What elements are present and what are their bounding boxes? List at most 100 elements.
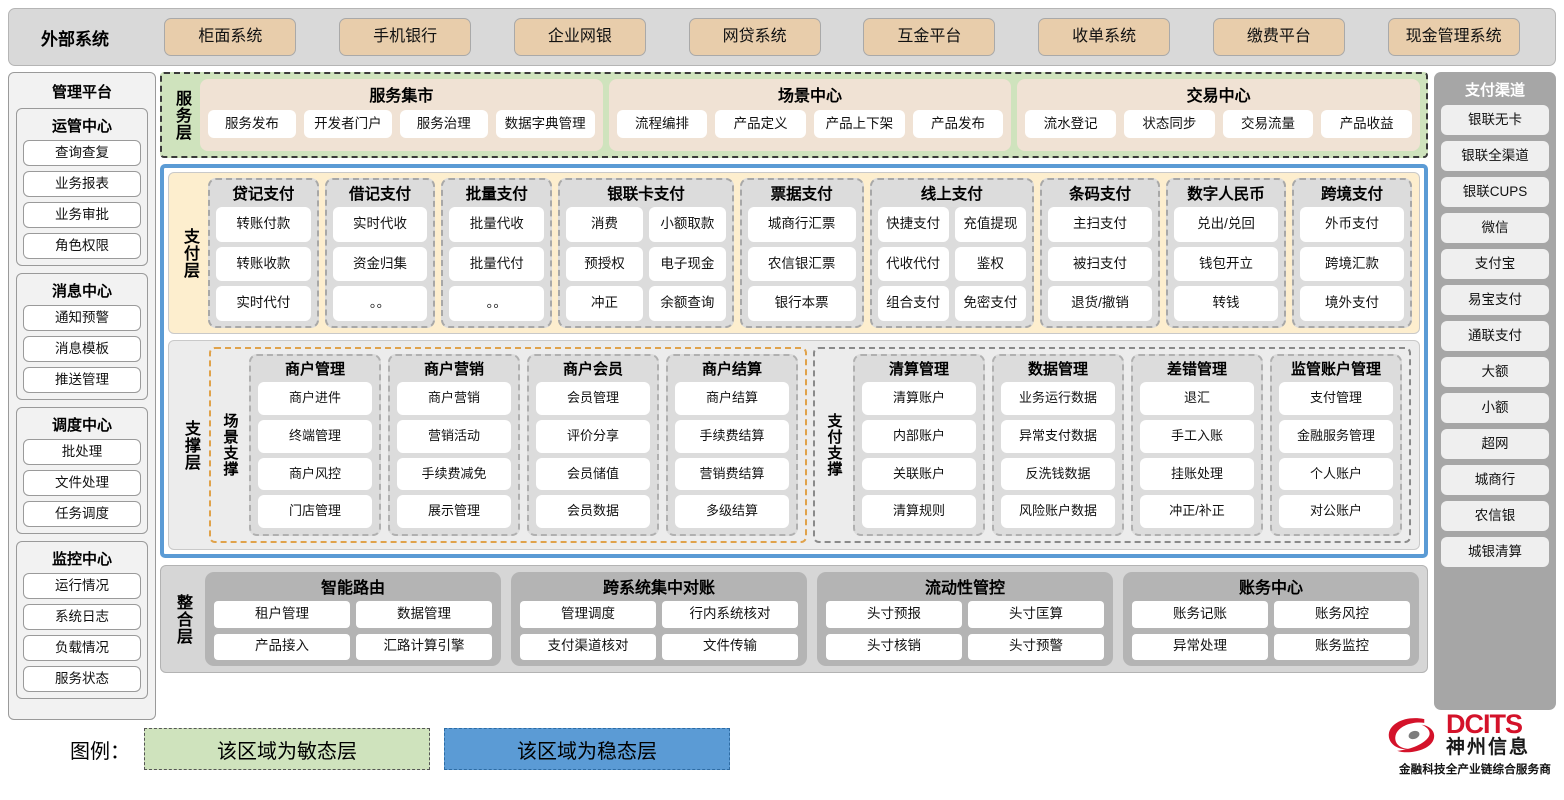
support-item[interactable]: 手续费减免 [397, 457, 511, 491]
pay-item[interactable]: 快捷支付 [877, 207, 949, 242]
management-item[interactable]: 业务报表 [23, 171, 141, 197]
payment-channel-item[interactable]: 农信银 [1441, 501, 1549, 531]
external-system-chip[interactable]: 柜面系统 [164, 18, 297, 56]
integration-item[interactable]: 账务监控 [1274, 633, 1410, 660]
support-item[interactable]: 挂账处理 [1140, 457, 1254, 491]
support-item[interactable]: 金融服务管理 [1279, 419, 1393, 453]
support-item[interactable]: 清算账户 [862, 382, 976, 415]
support-item[interactable]: 反洗钱数据 [1001, 457, 1115, 491]
pay-item[interactable]: 批量代收 [449, 207, 545, 242]
support-item[interactable]: 终端管理 [258, 419, 372, 453]
support-item[interactable]: 商户结算 [675, 382, 789, 415]
pay-item[interactable]: 退货/撤销 [1048, 286, 1153, 322]
payment-channel-item[interactable]: 大额 [1441, 357, 1549, 387]
integration-item[interactable]: 头寸预警 [968, 633, 1104, 660]
pay-item[interactable]: 跨境汇款 [1300, 246, 1404, 282]
pay-item[interactable]: 银行本票 [747, 286, 856, 322]
service-item[interactable]: 产品收益 [1321, 110, 1413, 138]
pay-item[interactable]: 充值提现 [954, 207, 1027, 242]
support-item[interactable]: 支付管理 [1279, 382, 1393, 415]
support-item[interactable]: 展示管理 [397, 495, 511, 528]
service-item[interactable]: 产品定义 [715, 110, 807, 138]
support-item[interactable]: 异常支付数据 [1001, 419, 1115, 453]
management-item[interactable]: 角色权限 [23, 233, 141, 259]
integration-item[interactable]: 行内系统核对 [662, 601, 798, 628]
pay-item[interactable]: 组合支付 [877, 286, 949, 322]
integration-item[interactable]: 账务风控 [1274, 601, 1410, 628]
pay-item[interactable]: 冲正 [566, 286, 643, 322]
pay-item[interactable]: 被扫支付 [1048, 246, 1153, 282]
payment-channel-item[interactable]: 支付宝 [1441, 249, 1549, 279]
management-item[interactable]: 推送管理 [23, 367, 141, 393]
pay-item[interactable]: 电子现金 [648, 246, 726, 282]
management-item[interactable]: 系统日志 [23, 604, 141, 630]
integration-item[interactable]: 产品接入 [214, 633, 350, 660]
support-item[interactable]: 会员管理 [536, 382, 650, 415]
payment-channel-item[interactable]: 超网 [1441, 429, 1549, 459]
management-item[interactable]: 通知预警 [23, 305, 141, 331]
integration-item[interactable]: 头寸核销 [826, 633, 962, 660]
payment-channel-item[interactable]: 微信 [1441, 213, 1549, 243]
external-system-chip[interactable]: 现金管理系统 [1387, 18, 1520, 56]
integration-item[interactable]: 账务记账 [1132, 601, 1268, 628]
pay-item[interactable]: 外币支付 [1300, 207, 1404, 242]
support-item[interactable]: 手工入账 [1140, 419, 1254, 453]
service-item[interactable]: 流程编排 [616, 110, 708, 138]
management-item[interactable]: 查询查复 [23, 140, 141, 166]
management-item[interactable]: 批处理 [23, 439, 141, 465]
support-item[interactable]: 对公账户 [1279, 495, 1393, 528]
pay-item[interactable]: 小额取款 [648, 207, 726, 242]
support-item[interactable]: 营销活动 [397, 419, 511, 453]
external-system-chip[interactable]: 互金平台 [863, 18, 996, 56]
payment-channel-item[interactable]: 银联CUPS [1441, 177, 1549, 207]
integration-item[interactable]: 文件传输 [662, 633, 798, 660]
support-item[interactable]: 业务运行数据 [1001, 382, 1115, 415]
payment-channel-item[interactable]: 通联支付 [1441, 321, 1549, 351]
pay-item[interactable]: 余额查询 [648, 286, 726, 322]
management-item[interactable]: 任务调度 [23, 501, 141, 527]
support-item[interactable]: 内部账户 [862, 419, 976, 453]
support-item[interactable]: 冲正/补正 [1140, 495, 1254, 528]
external-system-chip[interactable]: 手机银行 [339, 18, 472, 56]
pay-item[interactable]: 鉴权 [954, 246, 1027, 282]
service-item[interactable]: 流水登记 [1025, 110, 1117, 138]
pay-item[interactable]: 农信银汇票 [747, 246, 856, 282]
integration-item[interactable]: 异常处理 [1132, 633, 1268, 660]
pay-item[interactable]: 消费 [566, 207, 643, 242]
management-item[interactable]: 消息模板 [23, 336, 141, 362]
external-system-chip[interactable]: 网贷系统 [688, 18, 821, 56]
service-item[interactable]: 数据字典管理 [495, 110, 595, 138]
support-item[interactable]: 退汇 [1140, 382, 1254, 415]
management-item[interactable]: 运行情况 [23, 573, 141, 599]
support-item[interactable]: 营销费结算 [675, 457, 789, 491]
pay-item[interactable]: 实时代付 [216, 286, 311, 322]
payment-channel-item[interactable]: 小额 [1441, 393, 1549, 423]
management-item[interactable]: 服务状态 [23, 666, 141, 692]
service-item[interactable]: 服务发布 [208, 110, 296, 138]
pay-item[interactable]: 主扫支付 [1048, 207, 1153, 242]
support-item[interactable]: 商户进件 [258, 382, 372, 415]
pay-item[interactable]: 。。 [332, 286, 428, 322]
pay-item[interactable]: 实时代收 [332, 207, 428, 242]
service-item[interactable]: 交易流量 [1222, 110, 1314, 138]
support-item[interactable]: 清算规则 [862, 495, 976, 528]
support-item[interactable]: 会员数据 [536, 495, 650, 528]
support-item[interactable]: 商户营销 [397, 382, 511, 415]
payment-channel-item[interactable]: 银联全渠道 [1441, 141, 1549, 171]
integration-item[interactable]: 管理调度 [520, 601, 656, 628]
service-item[interactable]: 产品发布 [912, 110, 1004, 138]
pay-item[interactable]: 代收代付 [877, 246, 949, 282]
service-item[interactable]: 开发者门户 [303, 110, 392, 138]
support-item[interactable]: 会员储值 [536, 457, 650, 491]
pay-item[interactable]: 转账付款 [216, 207, 311, 242]
integration-item[interactable]: 汇路计算引擎 [356, 633, 492, 660]
integration-item[interactable]: 支付渠道核对 [520, 633, 656, 660]
pay-item[interactable]: 钱包开立 [1174, 246, 1279, 282]
support-item[interactable]: 评价分享 [536, 419, 650, 453]
pay-item[interactable]: 兑出/兑回 [1174, 207, 1279, 242]
support-item[interactable]: 手续费结算 [675, 419, 789, 453]
support-item[interactable]: 个人账户 [1279, 457, 1393, 491]
payment-channel-item[interactable]: 易宝支付 [1441, 285, 1549, 315]
support-item[interactable]: 多级结算 [675, 495, 789, 528]
integration-item[interactable]: 租户管理 [214, 601, 350, 628]
